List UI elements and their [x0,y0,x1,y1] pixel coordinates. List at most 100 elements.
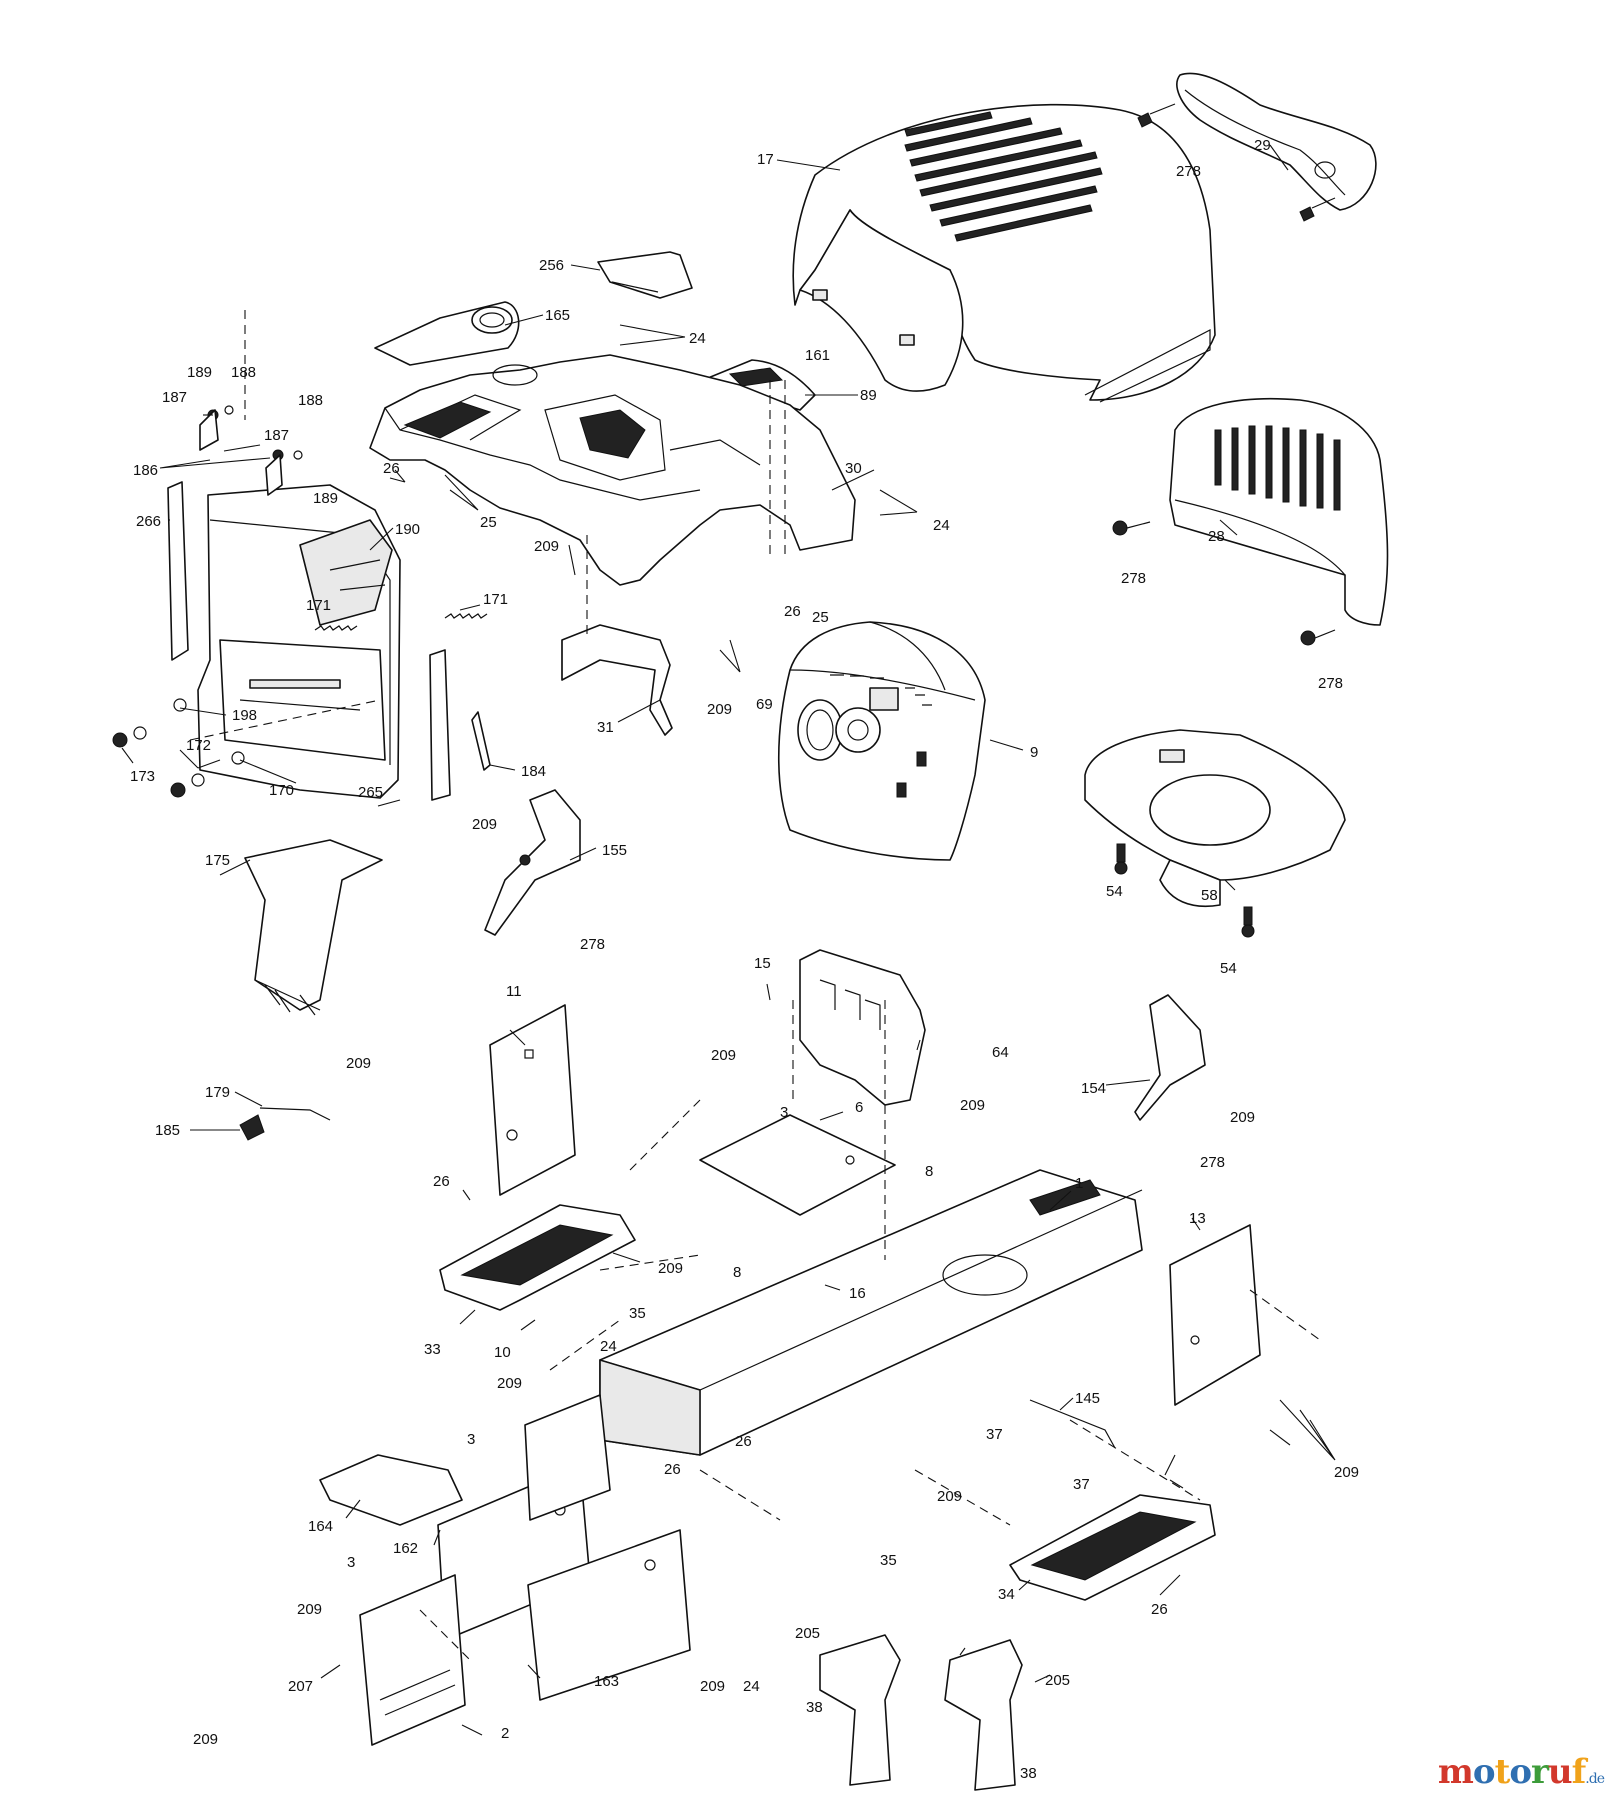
label-3: 3 [467,1431,475,1448]
logo-letter-4: o [1509,1752,1532,1792]
label-209: 209 [1334,1464,1359,1481]
label-209: 209 [960,1097,985,1114]
label-185: 185 [155,1122,180,1139]
label-265: 265 [358,784,383,801]
screw-278-grille-1 [1112,520,1151,536]
label-173: 173 [130,768,155,785]
screw-54-1 [1114,843,1128,875]
alignment-lines [189,310,1321,1661]
label-256: 256 [539,257,564,274]
label-38: 38 [806,1699,823,1716]
label-209: 209 [1230,1109,1255,1126]
label-31: 31 [597,719,614,736]
pin-hardware-187-189 [199,405,303,496]
bracket-part-31 [561,624,673,736]
label-184: 184 [521,763,546,780]
label-35: 35 [880,1552,897,1569]
logo-domain-suffix: .de [1585,1771,1605,1787]
label-278: 278 [1121,570,1146,587]
screw-278-top-1 [1137,103,1176,128]
logo-letter-1: m [1437,1752,1474,1792]
logo-letter-2: o [1472,1752,1496,1792]
label-171: 171 [483,591,508,608]
label-28: 28 [1208,528,1225,545]
label-54: 54 [1106,883,1123,900]
label-25: 25 [480,514,497,531]
label-209: 209 [497,1375,522,1392]
footrest-part-33 [439,1204,636,1311]
logo-letter-3: t [1494,1752,1511,1792]
label-10: 10 [494,1344,511,1361]
washer-nut-set-172-173-198 [112,698,245,798]
label-187: 187 [162,389,187,406]
label-3: 3 [780,1104,788,1121]
label-205: 205 [795,1625,820,1642]
label-25: 25 [812,609,829,626]
support-part-64 [799,949,926,1106]
label-38: 38 [1020,1765,1037,1782]
grille-vent-slots [1214,425,1341,511]
label-37: 37 [1073,1476,1090,1493]
side-strip-part-265 [429,649,451,801]
label-54: 54 [1220,960,1237,977]
tow-bracket-part-164 [319,1454,463,1526]
grille-part-28 [1169,397,1389,626]
label-13: 13 [1189,1210,1206,1227]
motoruf-logo: motoruf.de [1437,1752,1605,1792]
label-189: 189 [187,364,212,381]
label-161: 161 [805,347,830,364]
label-209: 209 [711,1047,736,1064]
deflector-part-175 [244,839,383,1016]
label-34: 34 [998,1586,1015,1603]
label-209: 209 [346,1055,371,1072]
bracket-part-38-right [944,1639,1023,1791]
label-69: 69 [756,696,773,713]
plate-part-11 [489,1004,576,1196]
spring-171-a [314,625,358,631]
label-37: 37 [986,1426,1003,1443]
label-172: 172 [186,737,211,754]
label-35: 35 [629,1305,646,1322]
label-58: 58 [1201,887,1218,904]
label-155: 155 [602,842,627,859]
cover-part-256 [597,251,693,299]
label-3: 3 [347,1554,355,1571]
label-24: 24 [689,330,706,347]
label-16: 16 [849,1285,866,1302]
latch-part-184 [471,711,491,771]
label-1: 1 [1075,1175,1083,1192]
label-278: 278 [1200,1154,1225,1171]
logo-letter-7: f [1571,1752,1587,1792]
label-64: 64 [992,1044,1009,1061]
label-209: 209 [534,538,559,555]
label-163: 163 [594,1673,619,1690]
label-11: 11 [506,983,522,1000]
label-190: 190 [395,521,420,538]
label-189: 189 [313,490,338,507]
footrest-part-34 [1009,1494,1216,1601]
hood-vent-slots [904,111,1103,242]
label-179: 179 [205,1084,230,1101]
label-26: 26 [664,1461,681,1478]
label-209: 209 [472,816,497,833]
label-209: 209 [297,1601,322,1618]
label-26: 26 [784,603,801,620]
hood-part-17 [792,103,1216,403]
label-26: 26 [1151,1601,1168,1618]
label-171: 171 [306,597,331,614]
rear-plate-part-163 [527,1529,691,1701]
bracket-part-38-left [819,1634,901,1786]
label-24: 24 [600,1338,617,1355]
label-209: 209 [658,1260,683,1277]
label-8: 8 [925,1163,933,1180]
label-33: 33 [424,1341,441,1358]
front-panel-part-170 [197,484,401,799]
label-26: 26 [383,460,400,477]
label-209: 209 [937,1488,962,1505]
handle-part-179 [239,1107,331,1141]
bracket-part-13 [1169,1224,1261,1406]
label-278: 278 [1318,675,1343,692]
label-9: 9 [1030,744,1038,761]
logo-letter-6: u [1547,1752,1573,1792]
label-186: 186 [133,462,158,479]
